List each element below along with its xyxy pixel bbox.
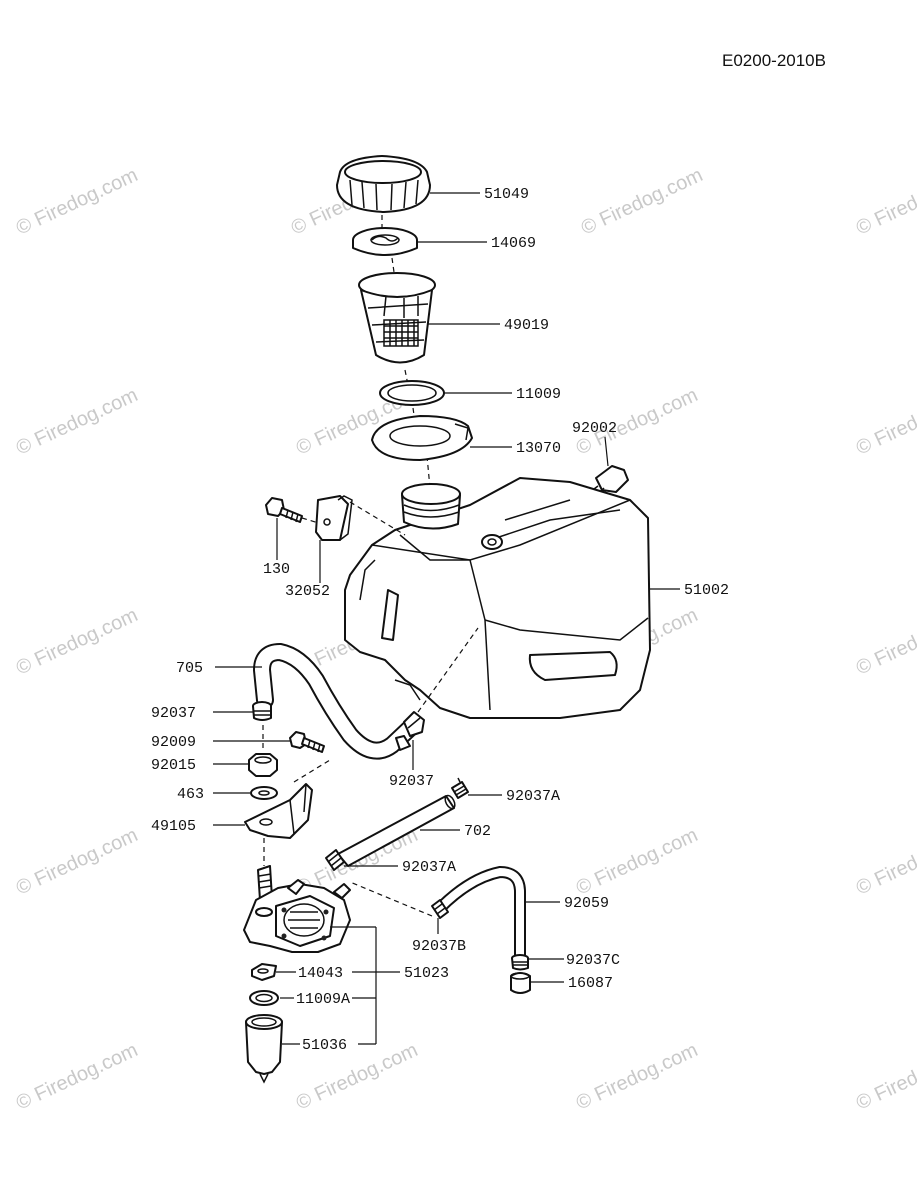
pump-cup-51036 xyxy=(245,1014,283,1084)
bolt-130 xyxy=(265,497,303,523)
fuel-hose-705 xyxy=(252,642,419,760)
part-label-702: 702 xyxy=(464,823,491,840)
part-label-49019: 49019 xyxy=(504,317,549,334)
hose-clamp-92037A-top xyxy=(451,777,469,799)
axis-line xyxy=(391,257,395,273)
part-label-92015: 92015 xyxy=(151,757,196,774)
watermark: © Firedog.com xyxy=(853,824,917,899)
tank-bracket xyxy=(315,495,353,541)
fuel-strainer xyxy=(358,272,436,364)
washer-463 xyxy=(250,786,278,800)
part-label-92037C: 92037C xyxy=(566,952,620,969)
part-label-14069: 14069 xyxy=(491,235,536,252)
part-label-92037: 92037 xyxy=(151,705,196,722)
nut-92015 xyxy=(248,753,278,777)
fuel-cap xyxy=(336,155,431,213)
part-label-92059: 92059 xyxy=(564,895,609,912)
hose-clamp-left xyxy=(252,701,272,721)
part-label-51036: 51036 xyxy=(302,1037,347,1054)
hose-clamp-92037C xyxy=(511,954,529,971)
fuel-tank xyxy=(344,477,651,719)
watermark: © Firedog.com xyxy=(853,164,917,239)
axis-line xyxy=(349,501,406,536)
part-label-92009: 92009 xyxy=(151,734,196,751)
part-label-92037-outlet: 92037 xyxy=(389,773,434,790)
fuel-pump xyxy=(243,865,351,953)
fuel-hose-92059 xyxy=(434,865,526,962)
pump-bracket xyxy=(244,783,313,839)
part-label-51023: 51023 xyxy=(404,965,449,982)
axis-line xyxy=(349,881,433,917)
watermark: © Firedog.com xyxy=(578,164,706,239)
part-label-13070: 13070 xyxy=(516,440,561,457)
watermark: © Firedog.com xyxy=(853,604,917,679)
oring-11009A xyxy=(249,990,279,1006)
watermark: © Firedog.com xyxy=(13,1039,141,1114)
part-label-49105: 49105 xyxy=(151,818,196,835)
part-label-51002: 51002 xyxy=(684,582,729,599)
axis-line xyxy=(293,759,331,783)
hose-clamp-92037B xyxy=(431,899,449,919)
watermark: © Firedog.com xyxy=(853,384,917,459)
watermark: © Firedog.com xyxy=(13,164,141,239)
axis-line xyxy=(301,517,323,525)
part-label-11009: 11009 xyxy=(516,386,561,403)
drawing-code: E0200-2010B xyxy=(722,51,826,70)
watermark: © Firedog.com xyxy=(13,824,141,899)
part-label-463: 463 xyxy=(177,786,204,803)
part-label-16087: 16087 xyxy=(568,975,613,992)
part-label-32052: 32052 xyxy=(285,583,330,600)
tank-gasket xyxy=(379,380,445,406)
watermark: © Firedog.com xyxy=(13,384,141,459)
part-label-130: 130 xyxy=(263,561,290,578)
part-label-92037B: 92037B xyxy=(412,938,466,955)
bolt-92009 xyxy=(289,731,325,753)
watermark: © Firedog.com xyxy=(573,824,701,899)
hose-clamp-outlet xyxy=(395,711,425,751)
cap-gasket xyxy=(352,227,418,256)
part-label-92037A-top: 92037A xyxy=(506,788,560,805)
part-label-705: 705 xyxy=(176,660,203,677)
part-label-51049: 51049 xyxy=(484,186,529,203)
part-label-14043: 14043 xyxy=(298,965,343,982)
filler-ring xyxy=(371,415,473,461)
part-label-11009A: 11009A xyxy=(296,991,350,1008)
part-label-92037A-mid: 92037A xyxy=(402,859,456,876)
watermark: © Firedog.com xyxy=(853,1039,917,1114)
watermark: © Firedog.com xyxy=(13,604,141,679)
hose-end-cap xyxy=(510,972,531,994)
pump-gasket-14043 xyxy=(251,963,277,981)
hose-clamp-92037A-mid xyxy=(325,849,345,871)
watermark: © Firedog.com xyxy=(573,1039,701,1114)
leader-line xyxy=(604,436,609,467)
part-label-92002: 92002 xyxy=(572,420,617,437)
